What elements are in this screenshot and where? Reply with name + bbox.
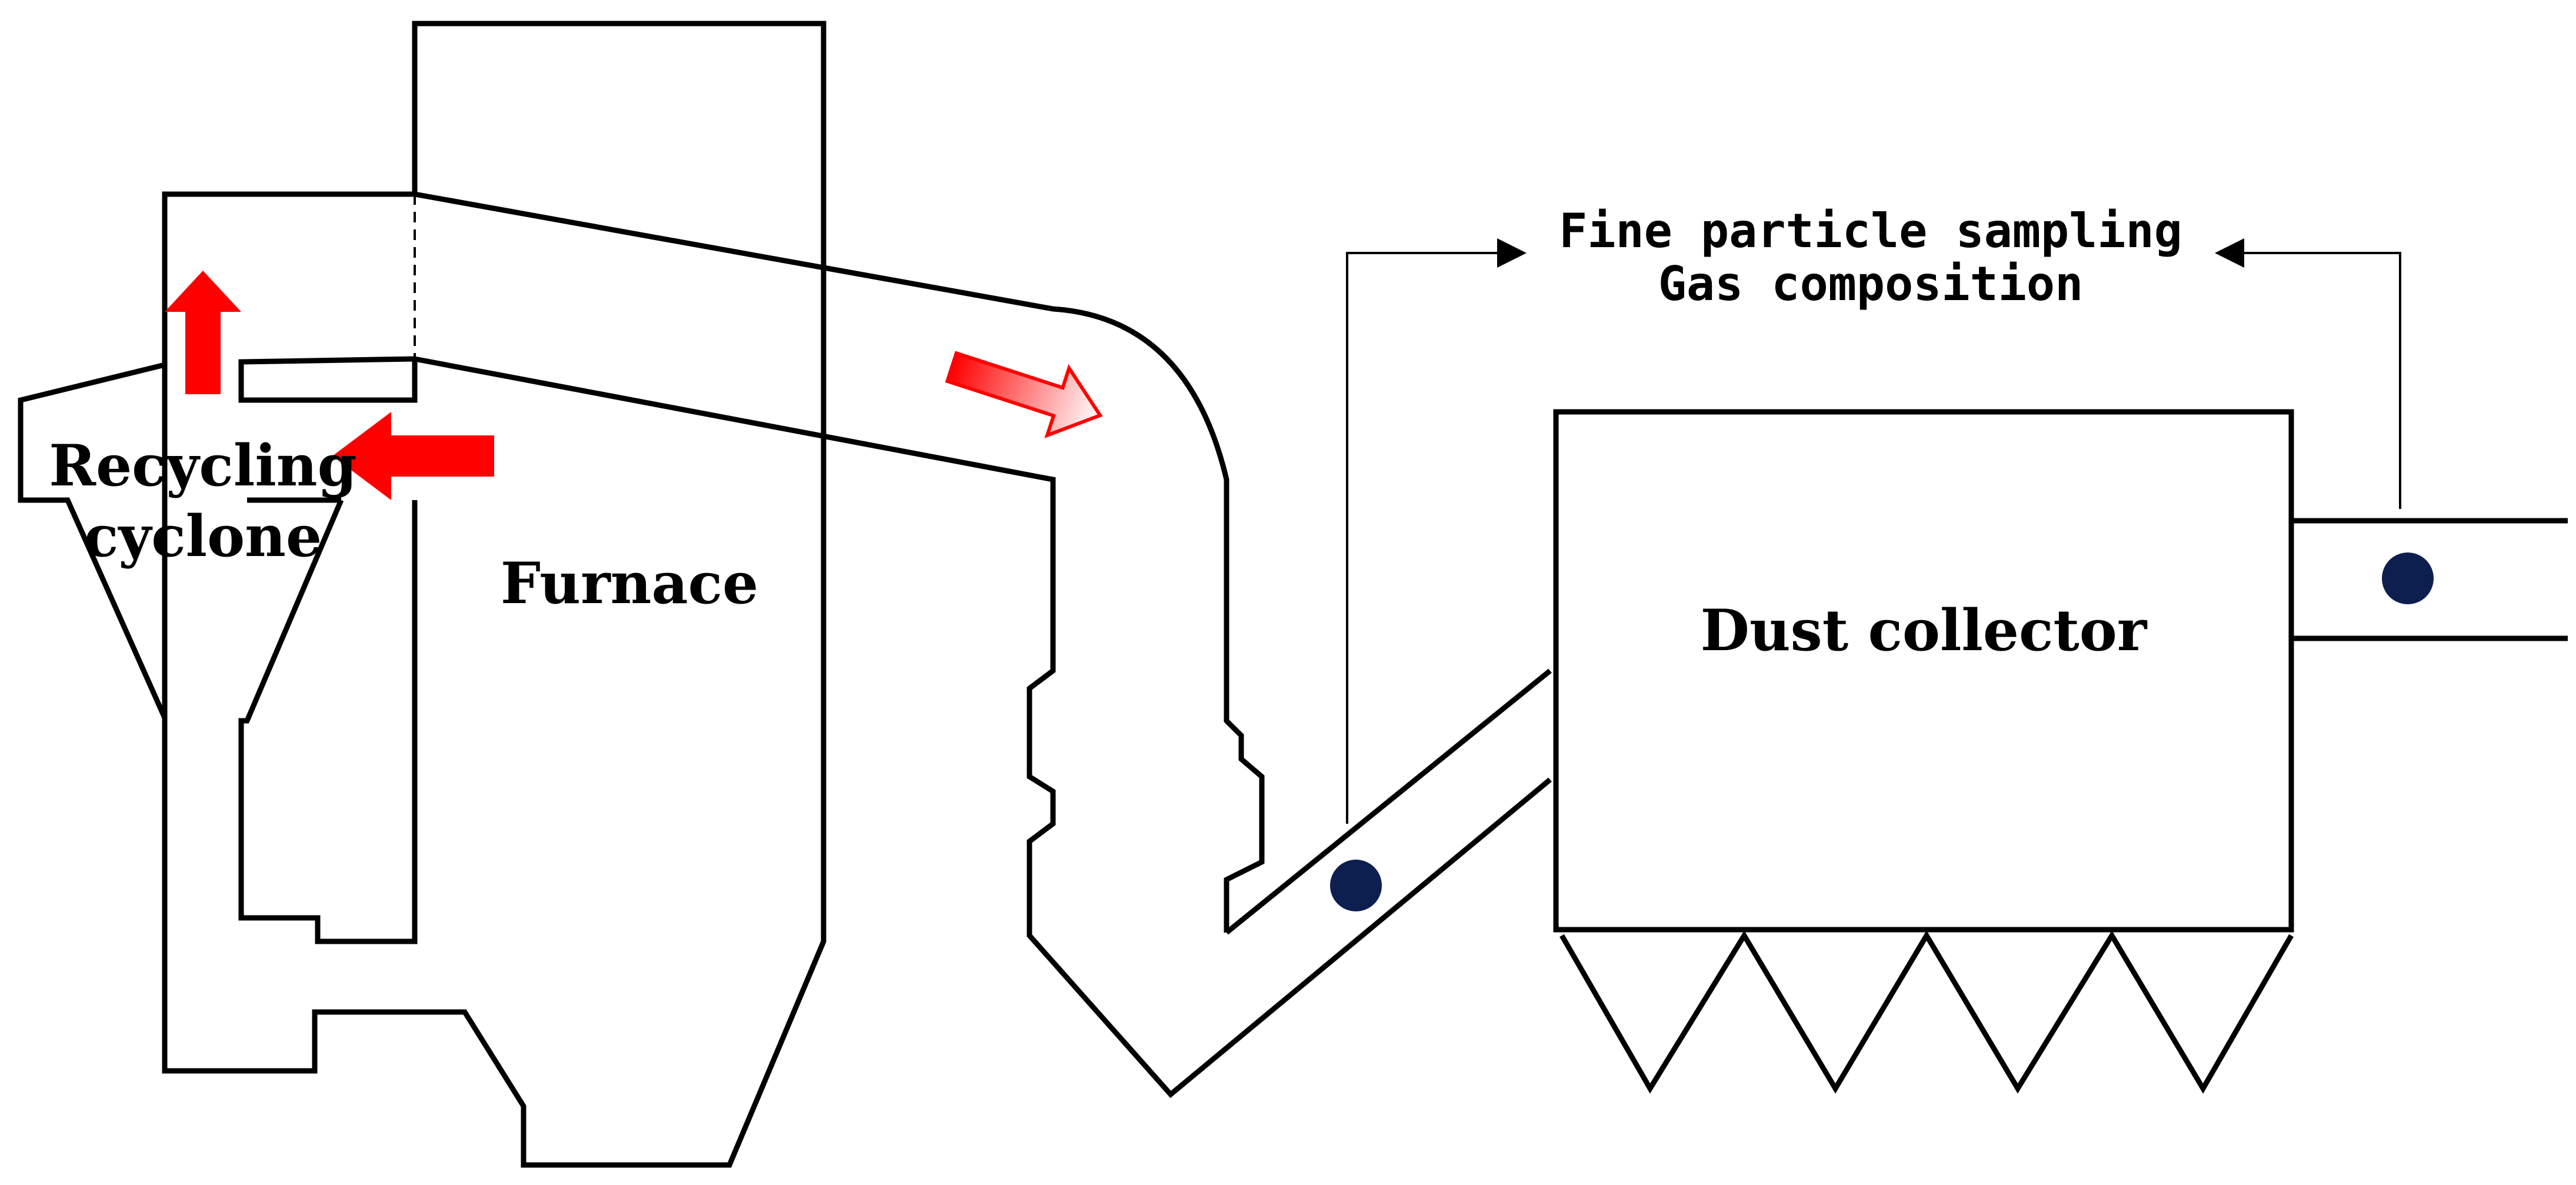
recycling-cyclone-label-line1: Recycling [49, 432, 356, 499]
dust-collector [1553, 409, 2294, 1094]
labels: Recycling cyclone Furnace Dust collector… [49, 204, 2182, 664]
arrow-right-icon [1497, 238, 1527, 268]
duct-upper-diagonal [1225, 668, 1552, 935]
sampling-line-outlet [2241, 252, 2401, 509]
sampling-label-line1: Fine particle sampling [1559, 204, 2182, 258]
duct-lower-wall [414, 356, 1552, 1099]
furnace-label: Furnace [501, 550, 758, 617]
furnace [162, 21, 827, 1168]
cyclone-outline [18, 356, 418, 944]
recycling-cyclone-label-line2: cyclone [84, 503, 322, 570]
arrow-right-icon [945, 351, 1103, 438]
duct-upper-wall [414, 191, 1265, 933]
furnace-outline [162, 21, 827, 1168]
arrow-left-icon [2215, 238, 2244, 268]
sampling-lines [1346, 238, 2401, 824]
dust-collector-box [1553, 409, 2294, 933]
arrow-left-icon [332, 412, 494, 500]
sampling-line-inlet [1346, 252, 1497, 824]
outlet-pipe [2291, 518, 2568, 641]
sampling-points [1330, 552, 2434, 911]
dust-collector-hoppers [1559, 930, 2294, 1094]
dust-collector-label: Dust collector [1701, 597, 2148, 664]
sampling-label-line2: Gas composition [1658, 257, 2083, 311]
arrow-up-icon [165, 271, 241, 394]
outlet-duct [414, 191, 1552, 1099]
sampling-point-inlet [1330, 860, 1382, 911]
sampling-point-outlet [2382, 552, 2434, 604]
flow-arrows [165, 271, 1103, 500]
recycling-cyclone [18, 194, 418, 1071]
